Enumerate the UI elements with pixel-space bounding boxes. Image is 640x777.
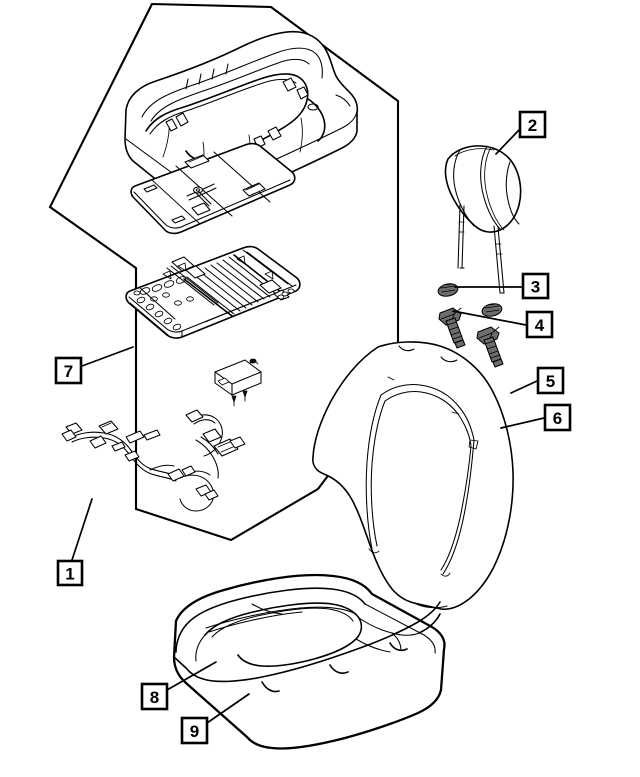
leader-8 xyxy=(166,661,217,691)
part-head-restraint-guide-sleeves xyxy=(437,283,503,317)
callout-number-boxes: 1 2 3 4 5 6 7 8 9 xyxy=(54,110,572,745)
callout-2[interactable]: 2 xyxy=(518,110,547,139)
callout-box-3[interactable] xyxy=(521,272,550,300)
callout-box-6[interactable] xyxy=(543,403,572,432)
part-seat-cushion-assembly-upper xyxy=(124,30,359,206)
callout-box-8[interactable] xyxy=(140,682,169,711)
callout-label-2: 2 xyxy=(528,116,537,135)
callout-label-9: 9 xyxy=(190,722,199,741)
part-occupant-classification-module xyxy=(214,358,262,407)
callout-label-7: 7 xyxy=(64,362,73,381)
callout-5[interactable]: 5 xyxy=(536,366,565,395)
leader-4 xyxy=(452,310,527,326)
leader-9 xyxy=(206,693,250,724)
callout-box-2[interactable] xyxy=(518,110,547,139)
part-seat-track-adjuster-frame xyxy=(125,245,301,339)
callout-box-4[interactable] xyxy=(525,310,554,339)
part-seat-cushion-pan-shield xyxy=(130,142,296,235)
leader-5 xyxy=(510,380,538,394)
callout-4[interactable]: 4 xyxy=(525,310,554,339)
callout-8[interactable]: 8 xyxy=(140,682,169,711)
part-seat-wiring-harness xyxy=(61,409,246,512)
callout-label-5: 5 xyxy=(546,372,555,391)
callout-label-4: 4 xyxy=(535,316,545,335)
callout-box-5[interactable] xyxy=(536,366,565,395)
callout-9[interactable]: 9 xyxy=(180,716,209,745)
leader-1 xyxy=(71,498,93,561)
callout-box-9[interactable] xyxy=(180,716,209,745)
part-head-restraint xyxy=(444,145,522,294)
part-seat-back-cushion xyxy=(312,341,514,611)
leader-6 xyxy=(500,417,545,429)
leader-lines xyxy=(71,129,545,724)
leader-7 xyxy=(81,346,134,367)
group-boundary-polygon xyxy=(48,2,400,542)
callout-box-7[interactable] xyxy=(54,356,83,385)
callout-label-6: 6 xyxy=(553,409,562,428)
callout-label-8: 8 xyxy=(150,688,159,707)
callout-box-1[interactable] xyxy=(56,559,84,587)
callout-7[interactable]: 7 xyxy=(54,356,83,385)
callout-3[interactable]: 3 xyxy=(521,272,550,300)
leader-2 xyxy=(495,129,520,155)
callout-1[interactable]: 1 xyxy=(56,559,84,587)
callout-label-3: 3 xyxy=(531,278,540,297)
callout-6[interactable]: 6 xyxy=(543,403,572,432)
callout-label-1: 1 xyxy=(65,565,74,584)
part-seat-bottom-cushion xyxy=(172,573,446,750)
